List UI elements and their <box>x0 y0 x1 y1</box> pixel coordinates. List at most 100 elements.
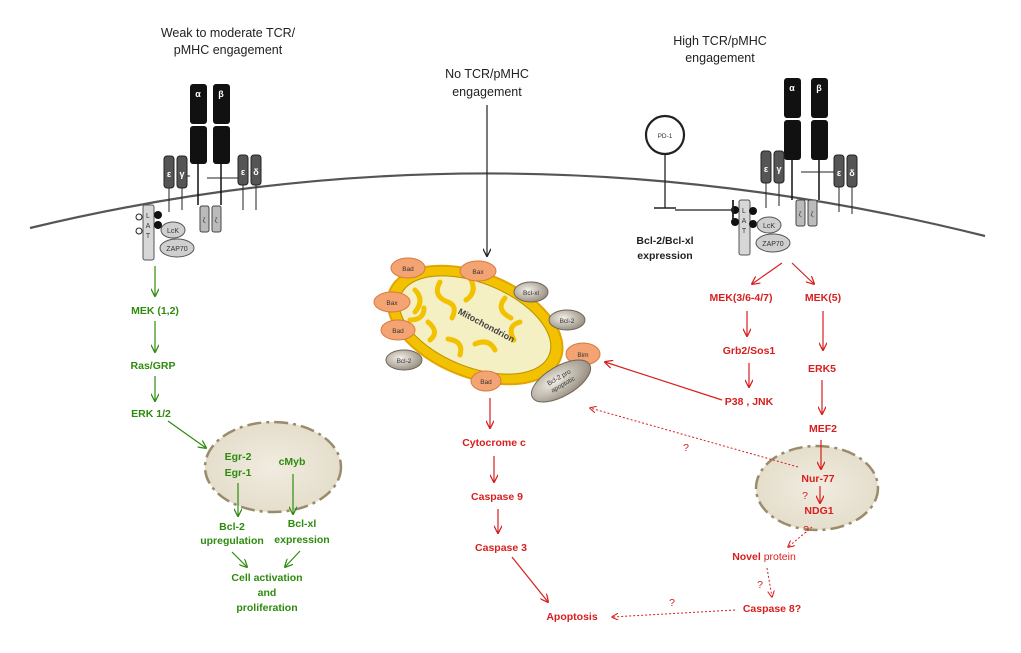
caspase3-label: Caspase 3 <box>475 542 527 554</box>
bad-protein-3 <box>470 370 502 392</box>
beta-label-right: β <box>816 83 822 93</box>
dotted-arrow-ndg1-to-novel <box>788 526 813 547</box>
bad-label-1: Bad <box>402 266 414 273</box>
zap70-kinase-right <box>755 233 791 253</box>
beta-label-left: β <box>218 89 224 99</box>
nucleus-right <box>754 444 880 532</box>
grb2-sos1-label: Grb2/Sos1 <box>723 345 776 357</box>
lat-letter-t-left: T <box>146 233 151 240</box>
bcl-expression-label-1: Bcl-2/Bcl-xl <box>636 235 693 247</box>
arrow-casp3-to-apoptosis <box>511 556 548 602</box>
caspase9-label: Caspase 9 <box>471 491 523 503</box>
alpha-label-left: α <box>195 89 201 99</box>
pd1-label: PD-1 <box>658 133 673 140</box>
cd3-delta-label-left: δ <box>253 167 259 177</box>
alpha-label-right: α <box>789 83 795 93</box>
question-casp8-apoptosis: ? <box>669 597 675 609</box>
bclxl-label: Bcl-xl <box>523 290 539 297</box>
arrow-p38-to-bim <box>605 362 723 401</box>
arrow-bcl2-to-activation <box>231 551 247 567</box>
arrow-erk-to-nucleus <box>167 420 206 448</box>
dotted-arrow-novel-to-casp8 <box>766 567 772 597</box>
cd3-gamma-label-left: γ <box>179 169 184 179</box>
novel-bold-text: Novel <box>732 551 761 563</box>
erk5-label: ERK5 <box>808 363 836 375</box>
arrow-bclxl-to-activation <box>285 550 301 567</box>
mitochondrion-cristae <box>407 275 523 358</box>
header-weak-line1: Weak to moderate TCR/ <box>161 26 296 40</box>
lat-letter-l-left: L <box>146 213 150 220</box>
zeta-label-right-2: ζ <box>811 211 814 218</box>
question-ndg1-novel: ? <box>803 524 809 536</box>
lck-label-left: LcK <box>167 228 179 235</box>
bcl2-upregulation-1: Bcl-2 <box>219 521 245 533</box>
lat-letter-a-left: A <box>146 223 151 230</box>
lat-letter-a-right: A <box>742 218 747 225</box>
bcl2-upregulation-2: upregulation <box>200 535 264 547</box>
header-none-line1: No TCR/pMHC <box>445 67 529 81</box>
bad-protein-2 <box>380 319 416 341</box>
egr1-label: Egr-1 <box>225 467 252 479</box>
zap70-label-left: ZAP70 <box>166 246 188 253</box>
caspase8-label: Caspase 8? <box>743 603 801 615</box>
zap70-label-right: ZAP70 <box>762 241 784 248</box>
arrow-zap-to-mek36 <box>752 262 783 284</box>
nucleus-left <box>203 420 343 514</box>
header-high-line1: High TCR/pMHC <box>673 34 767 48</box>
tcr-complex-left: α β ε γ ε δ ζ ζ L A T LcK ZAP70 <box>135 84 262 261</box>
lat-adaptor-left <box>142 204 155 261</box>
zeta-label-left-1: ζ <box>203 217 206 224</box>
bax-protein-1 <box>459 260 497 282</box>
tcr-complex-right: α β ε γ ε δ ζ ζ L A T LcK ZAP70 <box>731 78 858 256</box>
bad-label-3: Bad <box>480 379 492 386</box>
bax-protein-2 <box>373 291 411 313</box>
lck-label-right: LcK <box>763 223 775 230</box>
dotted-arrow-casp8-to-apoptosis <box>612 609 736 617</box>
mek12-label: MEK (1,2) <box>131 305 179 317</box>
bclxl-protein <box>513 281 549 303</box>
novel-rest-text: protein <box>761 551 796 563</box>
cd3-gamma-label-right: γ <box>776 164 781 174</box>
p38-jnk-label: P38 , JNK <box>725 396 774 408</box>
bax-label-2: Bax <box>386 300 398 307</box>
lat-letter-t-right: T <box>742 228 747 235</box>
cd3-epsilon2-label-right: ε <box>837 168 842 178</box>
bcl2-protein-2 <box>385 349 423 371</box>
tcr-alpha-chain-right <box>784 78 801 118</box>
cd3-epsilon-label-right: ε <box>764 164 769 174</box>
ras-grp-label: Ras/GRP <box>131 360 176 372</box>
bad-label-2: Bad <box>392 328 404 335</box>
cd3-delta-label-right: δ <box>849 168 855 178</box>
mito-proteins: Bad Bax Bax Bad Bcl-xl Bcl-2 Bcl-2 Bim B… <box>373 257 601 403</box>
lat-letter-l-right: L <box>742 208 746 215</box>
bcl2-protein-1 <box>548 309 586 331</box>
lck-kinase-right <box>756 216 782 234</box>
header-none-line2: engagement <box>452 85 522 99</box>
egr2-label: Egr-2 <box>225 451 252 463</box>
zap70-kinase-left <box>159 238 195 258</box>
question-nur77-ndg1: ? <box>802 490 808 502</box>
bcl2-label-1: Bcl-2 <box>560 318 575 325</box>
dotted-arrow-nur77-to-bcl2pro <box>590 408 799 468</box>
bcl-expression-label-2: expression <box>637 250 692 262</box>
mef2-label: MEF2 <box>809 423 837 435</box>
bclxl-expression-1: Bcl-xl <box>288 518 317 530</box>
outcome-line-2: and <box>258 587 277 599</box>
bcl2-label-2: Bcl-2 <box>397 358 412 365</box>
nur77-label: Nur-77 <box>801 473 834 485</box>
erk12-label: ERK 1/2 <box>131 408 171 420</box>
header-weak-line2: pMHC engagement <box>174 43 283 57</box>
cd3-epsilon-label-left: ε <box>167 169 172 179</box>
outcome-line-1: Cell activation <box>231 572 302 584</box>
lck-kinase-left <box>160 221 186 239</box>
outcome-line-3: proliferation <box>236 602 297 614</box>
arrow-zap-to-mek5 <box>791 262 814 284</box>
cell-membrane <box>29 172 986 238</box>
novel-protein-label: Novel protein <box>732 551 796 563</box>
ndg1-label: NDG1 <box>804 505 833 517</box>
apoptosis-label: Apoptosis <box>546 611 597 623</box>
header-high-line2: engagement <box>685 51 755 65</box>
bax-label-1: Bax <box>472 269 484 276</box>
